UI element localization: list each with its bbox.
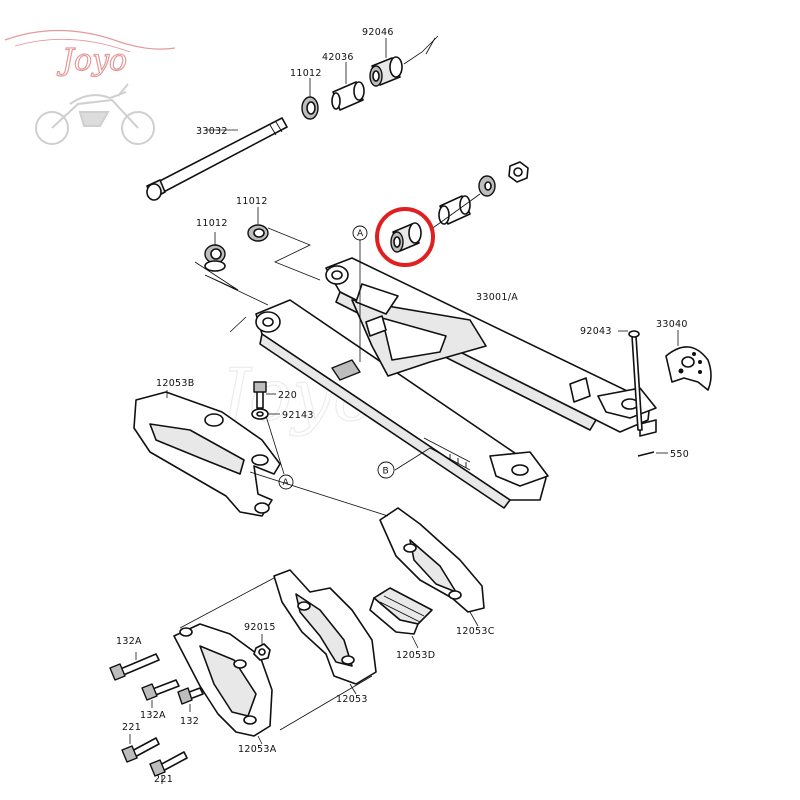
bolt-221-bottom <box>149 751 188 784</box>
guide-block-12053D <box>369 587 433 649</box>
slider-12053C <box>379 507 485 627</box>
seal-11012-top <box>301 78 319 120</box>
adjuster-plate-33040 <box>665 330 712 391</box>
chain-guard-12053B <box>133 390 281 517</box>
collar-42036 <box>331 62 365 111</box>
pin-92043 <box>618 330 643 431</box>
nut-right-top <box>508 161 529 183</box>
mount-plate-12053A <box>173 623 273 745</box>
label-12053C: 12053C <box>456 626 495 637</box>
label-221-bottom: 221 <box>154 774 173 785</box>
label-11012-top: 11012 <box>290 68 322 79</box>
callout-B: B <box>377 461 395 479</box>
logo-text: Joyo <box>56 43 127 78</box>
bearing-92046-top <box>369 35 439 87</box>
label-12053D: 12053D <box>396 650 435 661</box>
label-11012-left: 11012 <box>196 218 228 229</box>
pivot-shaft-33032 <box>146 117 288 201</box>
bolt-132A-bottom <box>141 679 180 708</box>
label-12053A: 12053A <box>238 744 277 755</box>
label-221-top: 221 <box>122 722 141 733</box>
svg-text:A: A <box>283 478 290 488</box>
callout-A-top: A <box>352 225 368 241</box>
label-33001A: 33001/A <box>476 292 518 303</box>
label-132A-top: 132A <box>116 636 142 647</box>
swingarm-33001A <box>255 257 657 509</box>
label-33040: 33040 <box>656 319 688 330</box>
callout-A-lower: A <box>278 474 294 490</box>
bearing-highlighted <box>390 222 422 253</box>
label-220: 220 <box>278 390 297 401</box>
bolt-132 <box>177 687 204 712</box>
label-92046: 92046 <box>362 27 394 38</box>
label-550: 550 <box>670 449 689 460</box>
label-12053B: 12053B <box>156 378 195 389</box>
highlight-circle <box>375 207 435 267</box>
guide-plate-12053 <box>273 569 377 695</box>
brand-logo: Joyo <box>4 29 176 145</box>
washer-92143 <box>251 408 280 420</box>
svg-text:A: A <box>357 229 364 239</box>
motorcycle-logo-icon <box>35 83 155 145</box>
seal-11012-mid <box>247 207 269 242</box>
label-33032: 33032 <box>196 126 228 137</box>
bolt-220 <box>253 381 276 409</box>
label-92015: 92015 <box>244 622 276 633</box>
label-132: 132 <box>180 716 199 727</box>
label-11012-mid: 11012 <box>236 196 268 207</box>
seal-11012-left <box>204 232 226 272</box>
label-42036: 42036 <box>322 52 354 63</box>
label-132A-bottom: 132A <box>140 710 166 721</box>
nut-92015 <box>253 634 271 661</box>
washer-right-top <box>478 175 496 197</box>
cotter-550 <box>637 451 668 457</box>
bolt-132A-top <box>109 652 160 681</box>
svg-text:B: B <box>383 467 389 477</box>
label-12053: 12053 <box>336 694 368 705</box>
label-92043: 92043 <box>580 326 612 337</box>
bolt-221-top <box>121 734 160 763</box>
label-92143: 92143 <box>282 410 314 421</box>
part-labels: 92046 42036 11012 33032 11012 11012 3300… <box>116 27 689 785</box>
